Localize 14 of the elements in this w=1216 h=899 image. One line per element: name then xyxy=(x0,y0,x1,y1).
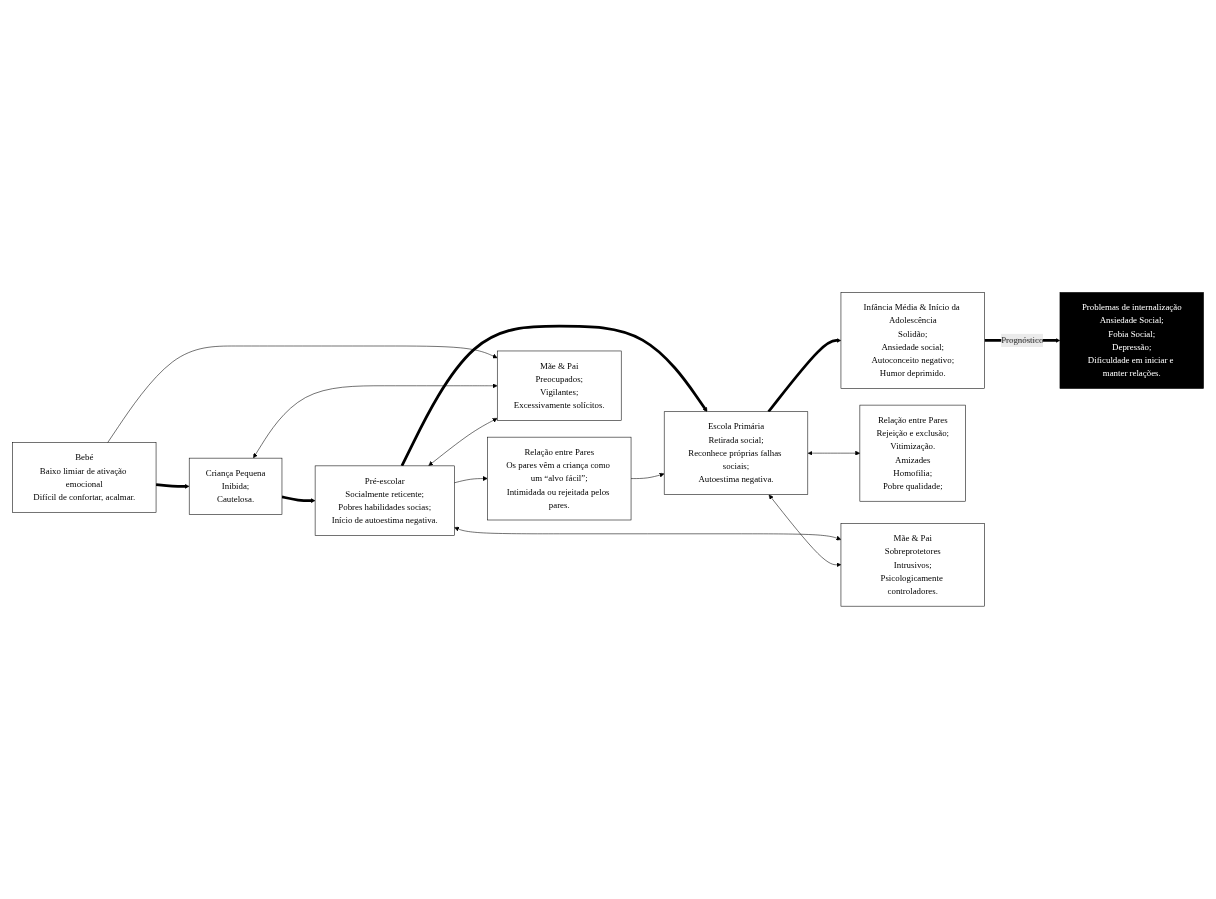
node-box: Pré-escolar Socialmente reticente; Pobres habilidades socias; Início de autoestima negativa. xyxy=(314,465,455,536)
edge-label: Prognóstico xyxy=(1001,335,1044,346)
arrow xyxy=(767,338,842,413)
node-box: Relação entre Pares Os pares vêm a criança como um “alvo fácil”; Intimidada ou rejeitada pelos pares. xyxy=(487,437,632,521)
node-box: Criança Pequena Inibida; Cautelosa. xyxy=(188,458,283,515)
arrow xyxy=(281,495,316,504)
node-box: Mãe & Pai Preocupados; Vigilantes; Excessivamente solícitos. xyxy=(497,350,622,422)
node-box: Bebé Baixo limiar de ativação emocional Difícil de confortar, acalmar. xyxy=(12,442,157,513)
node-box: Infância Média & Início da Adolescência Solidão; Ansiedade social; Autoconceito negativo; Humor deprimido. xyxy=(840,292,985,389)
node-box: Escola Primária Retirada social; Reconhece próprias falhas sociais; Autoestima negativa. xyxy=(663,411,809,496)
node-box: Problemas de internalização Ansiedade Social; Fobia Social; Depressão; Dificuldade em iniciar e manter relações. xyxy=(1059,292,1204,389)
arrow xyxy=(155,483,190,489)
node-box: Mãe & Pai Sobreprotetores Intrusivos; Psicologicamente controladores. xyxy=(840,523,985,607)
node-box: Relação entre Pares Rejeição e exclusão; Vitimização. Amizades Homofilia; Pobre qualidade; xyxy=(859,405,966,502)
